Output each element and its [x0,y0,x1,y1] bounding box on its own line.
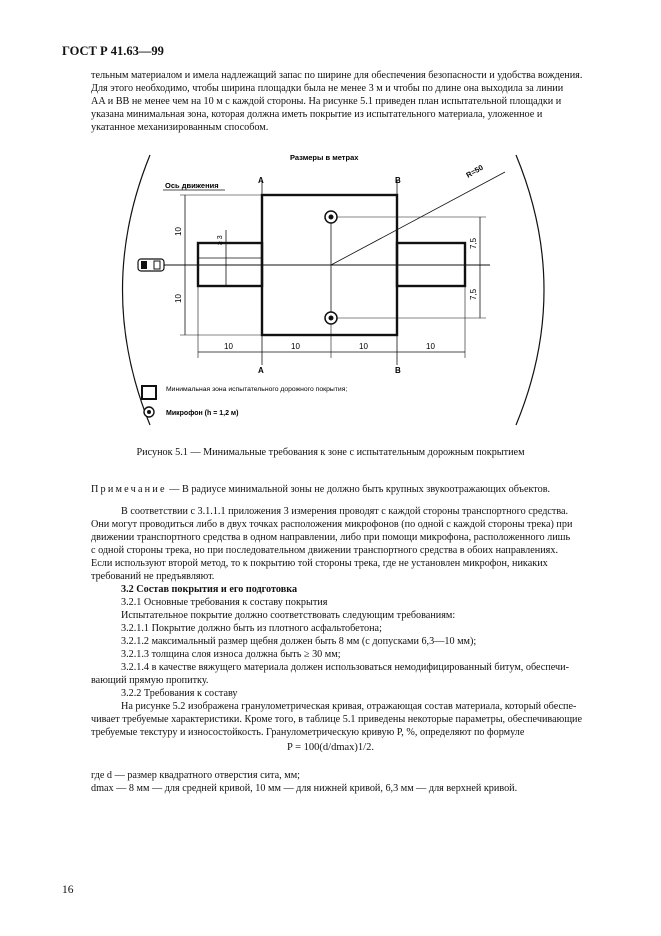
figure-caption: Рисунок 5.1 — Минимальные требования к з… [136,447,525,458]
body-text: В соответствии с 3.1.1.1 приложения 3 из… [91,505,600,739]
note-label: Примечание [91,484,167,495]
vehicle-icon [137,258,165,272]
legend-mic-text: Микрофон (h = 1,2 м) [166,410,238,417]
page-header: ГОСТ Р 41.63—99 [62,44,164,58]
text-line: движении транспортного средства в одном … [91,532,571,543]
text-line: чивает требуемые характеристики. Кроме т… [91,714,583,725]
list-item: 3.2.1.2 максимальный размер щебня должен… [121,636,477,647]
note: Примечание — В радиусе минимальной зоны … [91,484,611,495]
dim-7-5-top: 7,5 [469,237,478,249]
subsection-heading: 3.2.1 Основные требования к составу покр… [121,597,328,608]
dim-10-bottom-1: 10 [224,342,233,351]
page-number: 16 [62,884,74,896]
dim-10-bottom-4: 10 [426,342,435,351]
dim-10-bottom-3: 10 [359,342,368,351]
legend-microphone-icon [143,406,155,418]
axis-label: Ось движения [165,181,219,190]
list-item: 3.2.1.3 толщина слоя износа должна быть … [121,649,341,660]
list-item: 3.2.1.4 в качестве вяжущего материала до… [121,662,569,673]
text-line: указана минимальная зона, которая должна… [91,109,543,120]
microphone-icon [324,210,338,224]
test-site-plan-figure: Размеры в метрах Ось движения A B A B R=… [121,153,545,426]
text-line: Для этого необходимо, чтобы ширина площа… [91,83,564,94]
text-line: с одной стороны трека, но при последоват… [91,545,559,556]
intro-paragraph: тельным материалом и имела надлежащий за… [91,69,600,134]
dim-7-5-bottom: 7,5 [469,288,478,300]
list-item: 3.2.1.1 Покрытие должно быть из плотного… [121,623,382,634]
dim-10-left-bottom: 10 [174,294,183,303]
label-a-bottom: A [258,366,264,375]
legend-zone-swatch [141,385,157,400]
dim-10-bottom-2: 10 [291,342,300,351]
radius-line [330,171,506,266]
text-line: AA и BB не менее чем на 10 м с каждой ст… [91,96,562,107]
text-line: На рисунке 5.2 изображена гранулометриче… [121,701,577,712]
dim-ge3: ≥ 3 [217,235,224,245]
boundary-arc-left [121,154,151,426]
formula: P = 100(d/dmax)1/2. [287,742,374,753]
text-line: укатанное механизированным способом. [91,122,269,133]
text-line: где d — размер квадратного отверстия сит… [91,770,300,781]
legend-zone-text: Минимальная зона испытательного дорожног… [166,386,347,393]
label-b-bottom: B [395,366,401,375]
where-block: где d — размер квадратного отверстия сит… [91,769,600,795]
text-line: dmax — 8 мм — для средней кривой, 10 мм … [91,783,518,794]
text-line: вающий прямую пропитку. [91,675,209,686]
dim-10-left-top: 10 [174,227,183,236]
radius-label: R=50 [465,163,485,180]
text-line: Испытательное покрытие должно соответств… [121,610,456,621]
units-note: Размеры в метрах [290,153,359,162]
section-heading: 3.2 Состав покрытия и его подготовка [121,584,298,595]
microphone-icon [324,311,338,325]
boundary-arc-right [515,154,545,426]
text-line: Если используют второй метод, то к покры… [91,558,548,569]
label-b-top: B [395,176,401,185]
subsection-heading: 3.2.2 Требования к составу [121,688,238,699]
text-line: тельным материалом и имела надлежащий за… [91,70,583,81]
label-a-top: A [258,176,264,185]
text-line: Они могут проводиться либо в двух точках… [91,519,573,530]
text-line: требований не предъявляют. [91,571,215,582]
text-line: В соответствии с 3.1.1.1 приложения 3 из… [121,506,569,517]
note-text: — В радиусе минимальной зоны не должно б… [166,484,551,495]
text-line: требуемые текстуру и износостойкость. Гр… [91,727,525,738]
